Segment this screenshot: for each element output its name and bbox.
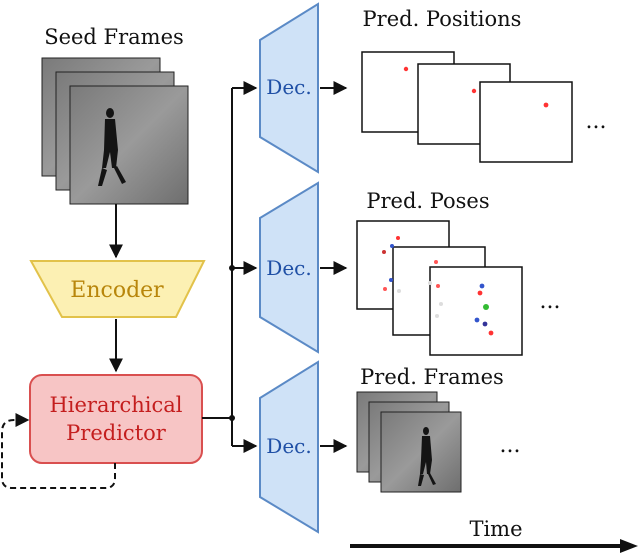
encoder-block: Encoder [29,260,206,318]
pred-poses-label: Pred. Poses [366,189,489,213]
hierarchical-predictor-block: Hierarchical Predictor [29,374,203,464]
predicted-frames-stack [356,391,462,493]
branch-connectors [202,81,258,453]
predictor-label-line1: Hierarchical [49,393,182,417]
time-arrow-head [620,539,638,553]
seed-frames-label: Seed Frames [44,25,184,49]
poses-ellipsis: ... [540,289,561,314]
decoder-label: Dec. [266,434,311,458]
pred-positions-label: Pred. Positions [363,7,522,31]
positions-ellipsis: ... [586,109,607,134]
walking-person-figure [418,427,436,486]
branch-junction-dot [229,415,235,421]
frames-ellipsis: ... [500,433,521,458]
decoder-frames: Dec. [259,360,319,534]
seed-frame [69,85,189,205]
seed-frames-stack [41,57,189,205]
decoder-positions: Dec. [259,2,319,174]
decoder-label: Dec. [266,75,311,99]
decoder-poses: Dec. [259,181,319,354]
encoder-label: Encoder [70,278,164,303]
decoder-label: Dec. [266,256,311,280]
position-dot [543,102,549,108]
position-dot [403,66,409,72]
predictor-label-line2: Predictor [66,421,167,445]
position-frame [479,81,573,163]
predicted-frame [380,411,462,493]
pred-frames-label: Pred. Frames [360,365,504,389]
branch-junction-dot [229,265,235,271]
pose-keypoints [382,236,494,336]
position-frames-stack [361,51,573,163]
time-label: Time [469,517,522,541]
pose-frames-stack [356,220,523,356]
position-dot [471,88,477,94]
recurrent-feedback-loop [1,413,116,489]
walking-person-figure [98,108,126,186]
pose-frame [429,266,523,356]
